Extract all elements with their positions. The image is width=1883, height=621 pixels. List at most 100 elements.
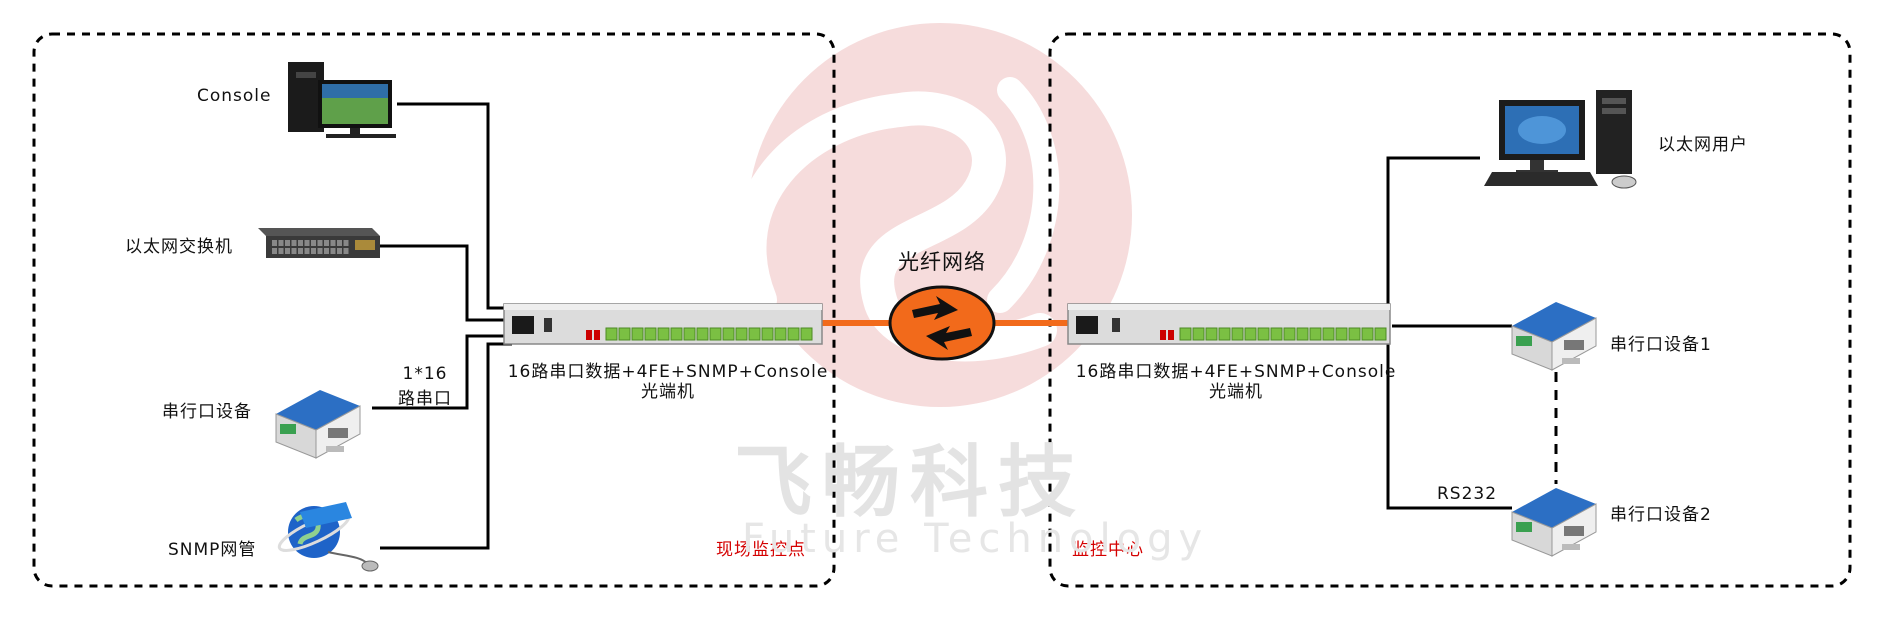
switch-port (330, 248, 336, 254)
switch-port (317, 248, 323, 254)
switch-port (285, 248, 290, 254)
ethernet-switch-icon[interactable] (258, 228, 380, 258)
serial-port (670, 327, 683, 341)
switch-port (298, 240, 303, 246)
switch-port (278, 248, 284, 254)
serial-port (748, 327, 761, 341)
transceiver-right-caption-line2: 光端机 (1209, 382, 1263, 402)
serial-port (1296, 327, 1309, 341)
switch-port (311, 248, 316, 254)
switch-port (337, 248, 342, 254)
power-switch-left (544, 318, 552, 332)
serial-port (1192, 327, 1205, 341)
line-console (397, 102, 512, 310)
watermark-english: Future Technology (742, 516, 1209, 562)
transceiver-right-caption-line1: 16路串口数据+4FE+SNMP+Console (1075, 362, 1397, 382)
ethernet-user-pc-icon[interactable] (1484, 90, 1637, 189)
rs232-label: RS232 (1437, 484, 1498, 504)
serial-port (1205, 327, 1218, 341)
zone-label-monitoring-center: 监控中心 (1072, 540, 1144, 560)
serial-port (1348, 327, 1361, 341)
transceiver-left-caption: 16路串口数据+4FE+SNMP+Console 光端机 (508, 362, 829, 402)
serial-device-1-label: 串行口设备1 (1610, 335, 1712, 355)
serial-port (1231, 327, 1244, 341)
switch-port (278, 240, 284, 246)
line-ethernet-user (1386, 156, 1480, 308)
transceiver-right-caption: 16路串口数据+4FE+SNMP+Console 光端机 (1076, 362, 1397, 402)
switch-port (311, 240, 316, 246)
fiber-network-icon[interactable] (888, 285, 996, 361)
line-snmp (380, 342, 512, 550)
serial-link-label-type: 路串口 (398, 389, 452, 409)
serial-port (761, 327, 774, 341)
serial-device-icon[interactable] (275, 390, 361, 459)
left-connections (372, 102, 512, 550)
line-serial2 (1386, 340, 1512, 510)
switch-port (272, 248, 277, 254)
switch-port (330, 240, 336, 246)
zone-border-left (32, 32, 836, 588)
serial-link-label-count: 1*16 (402, 364, 448, 384)
serial-port (1309, 327, 1322, 341)
watermark-chinese: 飞畅科技 (734, 438, 1087, 528)
line-serial (372, 334, 512, 410)
console-pc-icon[interactable] (288, 62, 396, 138)
serial-port (722, 327, 735, 341)
serial-port (1218, 327, 1231, 341)
serial-port (683, 327, 696, 341)
serial-port (709, 327, 722, 341)
switch-port (291, 248, 297, 254)
serial-ports-left (605, 327, 813, 341)
serial-device-2-label: 串行口设备2 (1610, 505, 1712, 525)
switch-port (298, 248, 303, 254)
snmp-globe-icon[interactable] (275, 502, 379, 572)
switch-port (343, 248, 349, 254)
switch-port (324, 240, 329, 246)
serial-port (1322, 327, 1335, 341)
switch-port (337, 240, 342, 246)
transceiver-right[interactable] (1067, 303, 1391, 345)
serial-port (787, 327, 800, 341)
switch-port (343, 240, 349, 246)
serial-port (1244, 327, 1257, 341)
line-switch (380, 244, 512, 322)
ethernet-switch-label: 以太网交换机 (125, 237, 233, 257)
serial-port (1374, 327, 1387, 341)
serial-device-1-icon[interactable] (1511, 302, 1597, 371)
serial-port (605, 327, 618, 341)
serial-port (1270, 327, 1283, 341)
power-socket-right (1076, 316, 1098, 334)
serial-port (735, 327, 748, 341)
transceiver-left[interactable] (503, 303, 823, 345)
power-socket-left (512, 316, 534, 334)
serial-port (618, 327, 631, 341)
snmp-manager-label: SNMP网管 (168, 540, 257, 560)
transceiver-left-caption-line2: 光端机 (641, 382, 695, 402)
ethernet-user-label: 以太网用户 (1658, 135, 1748, 155)
serial-port (800, 327, 813, 341)
switch-port (304, 240, 310, 246)
serial-port (1361, 327, 1374, 341)
serial-port (1179, 327, 1192, 341)
serial-ports-right (1179, 327, 1387, 341)
serial-device-label: 串行口设备 (162, 402, 252, 422)
transceiver-left-caption-line1: 16路串口数据+4FE+SNMP+Console (507, 362, 829, 382)
serial-port (696, 327, 709, 341)
switch-port (291, 240, 297, 246)
serial-port (657, 327, 670, 341)
power-switch-right (1112, 318, 1120, 332)
serial-port (644, 327, 657, 341)
serial-device-2-icon[interactable] (1511, 488, 1597, 557)
fiber-network-label: 光纤网络 (898, 250, 986, 274)
serial-port (631, 327, 644, 341)
zone-label-field-site: 现场监控点 (716, 540, 806, 560)
switch-port (317, 240, 323, 246)
serial-port (1283, 327, 1296, 341)
right-connections (1386, 156, 1558, 510)
serial-port (1335, 327, 1348, 341)
switch-port (285, 240, 290, 246)
switch-port (304, 248, 310, 254)
serial-port (774, 327, 787, 341)
